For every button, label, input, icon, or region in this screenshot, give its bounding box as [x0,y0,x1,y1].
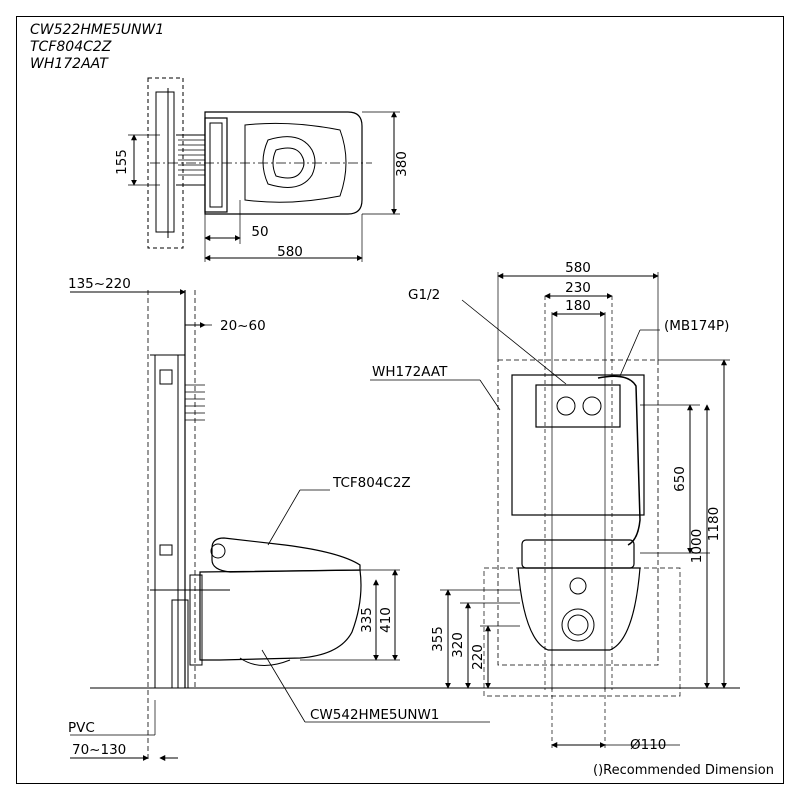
dimension-580-top: 580 [277,244,303,260]
dimension-650: 650 [672,466,688,492]
dimension-410: 410 [378,607,394,633]
model-number: TCF804C2Z [30,39,112,55]
model-number: CW522HME5UNW1 [30,22,165,38]
model-list: CW522HME5UNW1 TCF804C2Z WH172AAT [30,22,164,73]
dimension-320: 320 [450,632,466,658]
model-number: WH172AAT [30,56,108,72]
dimension-580-front: 580 [565,260,591,276]
dimension-155: 155 [114,149,130,175]
label-inlet-g1-2: G1/2 [408,287,440,303]
dimension-70-130: 70~130 [72,742,126,758]
top-view [128,77,400,262]
dimension-20-60: 20~60 [220,318,266,334]
front-view [370,272,740,748]
dimension-335: 335 [359,607,375,633]
dimension-355: 355 [430,626,446,652]
side-view [70,289,490,761]
label-pvc: PVC [68,720,95,736]
dimension-135-220: 135~220 [68,276,131,292]
dimension-1180: 1180 [706,507,722,541]
label-frame-model: WH172AAT [372,364,448,380]
dimension-380: 380 [394,151,410,177]
recommended-dimension-note: ()Recommended Dimension [593,763,774,778]
dimension-1000: 1000 [689,529,705,563]
drawing-frame [16,16,784,784]
label-seat-model: TCF804C2Z [332,475,411,491]
dimension-50: 50 [251,224,268,240]
label-bowl-model: CW542HME5UNW1 [310,707,439,723]
dimension-230: 230 [565,280,591,296]
label-flush-plate-model: (MB174P) [664,318,729,334]
dimension-drain-110: Ø110 [630,737,666,753]
dimension-180: 180 [565,298,591,314]
dimension-220: 220 [470,644,486,670]
